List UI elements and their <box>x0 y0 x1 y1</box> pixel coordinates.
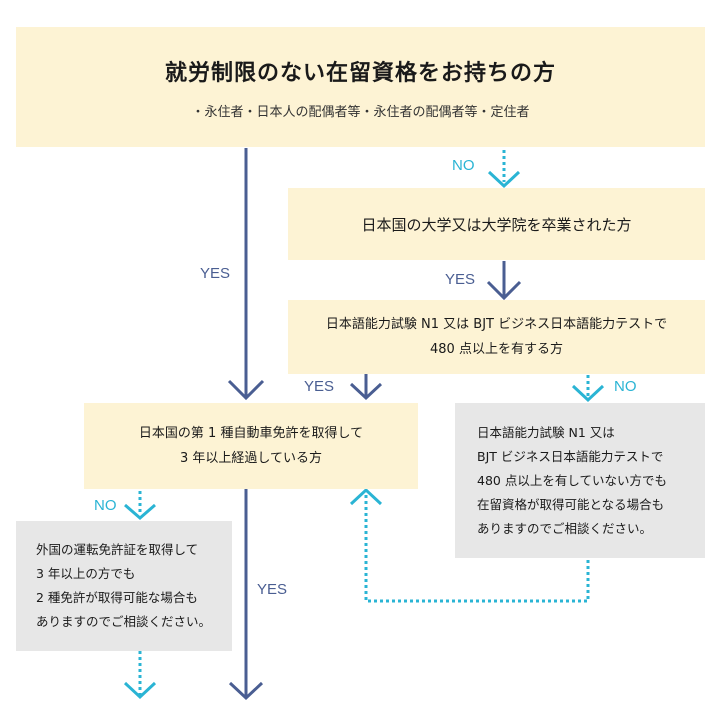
header-subtitle: ・永住者・日本人の配偶者等・永住者の配偶者等・定住者 <box>191 104 530 120</box>
jlpt-note-line: 日本語能力試験 N1 又は <box>477 424 615 440</box>
jlpt-note-line: ありますのでご相談ください。 <box>477 520 653 536</box>
license-no-note: 外国の運転免許証を取得して 3 年以上の方でも 2 種免許が取得可能な場合も あ… <box>16 521 232 651</box>
header-box: 就労制限のない在留資格をお持ちの方 ・永住者・日本人の配偶者等・永住者の配偶者等… <box>16 27 705 147</box>
jlpt-note-line: 在留資格が取得可能となる場合も <box>477 496 665 512</box>
no-arrowhead-header-to-graduate <box>487 170 521 189</box>
no-arrowhead-jlpt-to-note <box>571 384 605 403</box>
no-arrowhead-note-to-bottom <box>123 681 157 700</box>
yes-arrowhead-jlpt-to-license <box>349 382 383 401</box>
license-note-line: 3 年以上の方でも <box>36 566 136 581</box>
license-note-line: ありますのでご相談ください。 <box>36 614 212 629</box>
license-line-1: 日本国の第 1 種自動車免許を取得して <box>138 426 364 441</box>
return-arrow-note-to-license <box>364 494 590 603</box>
no-label-jlpt: NO <box>614 378 637 395</box>
jlpt-note-line: 480 点以上を有していない方でも <box>477 472 667 488</box>
license-note-line: 2 種免許が取得可能な場合も <box>36 590 198 605</box>
jlpt-line-2: 480 点以上を有する方 <box>430 342 563 357</box>
yes-arrowhead-graduate-to-jlpt <box>486 280 522 301</box>
no-label-license: NO <box>94 497 117 514</box>
jlpt-box: 日本語能力試験 N1 又は BJT ビジネス日本語能力テストで 480 点以上を… <box>288 300 705 374</box>
jlpt-line-1: 日本語能力試験 N1 又は BJT ビジネス日本語能力テストで <box>325 317 668 332</box>
header-title: 就労制限のない在留資格をお持ちの方 <box>164 60 556 86</box>
graduate-text: 日本国の大学又は大学院を卒業された方 <box>361 215 632 234</box>
yes-label-jlpt: YES <box>304 378 335 395</box>
license-line-2: 3 年以上経過している方 <box>179 451 322 466</box>
yes-label-header: YES <box>200 265 231 282</box>
no-label-header: NO <box>452 157 475 174</box>
jlpt-no-note: 日本語能力試験 N1 又は BJT ビジネス日本語能力テストで 480 点以上を… <box>455 403 705 558</box>
yes-label-graduate: YES <box>445 271 476 288</box>
yes-arrowhead-header-to-license <box>227 379 265 401</box>
yes-label-license: YES <box>257 581 288 598</box>
graduate-box: 日本国の大学又は大学院を卒業された方 <box>288 188 705 260</box>
license-box: 日本国の第 1 種自動車免許を取得して 3 年以上経過している方 <box>84 403 418 489</box>
return-arrowhead-note-to-license <box>349 487 383 506</box>
license-note-line: 外国の運転免許証を取得して <box>36 542 199 557</box>
no-arrowhead-license-to-note <box>124 503 156 520</box>
yes-arrowhead-license-to-bottom <box>228 681 264 701</box>
jlpt-note-line: BJT ビジネス日本語能力テストで <box>477 448 664 464</box>
